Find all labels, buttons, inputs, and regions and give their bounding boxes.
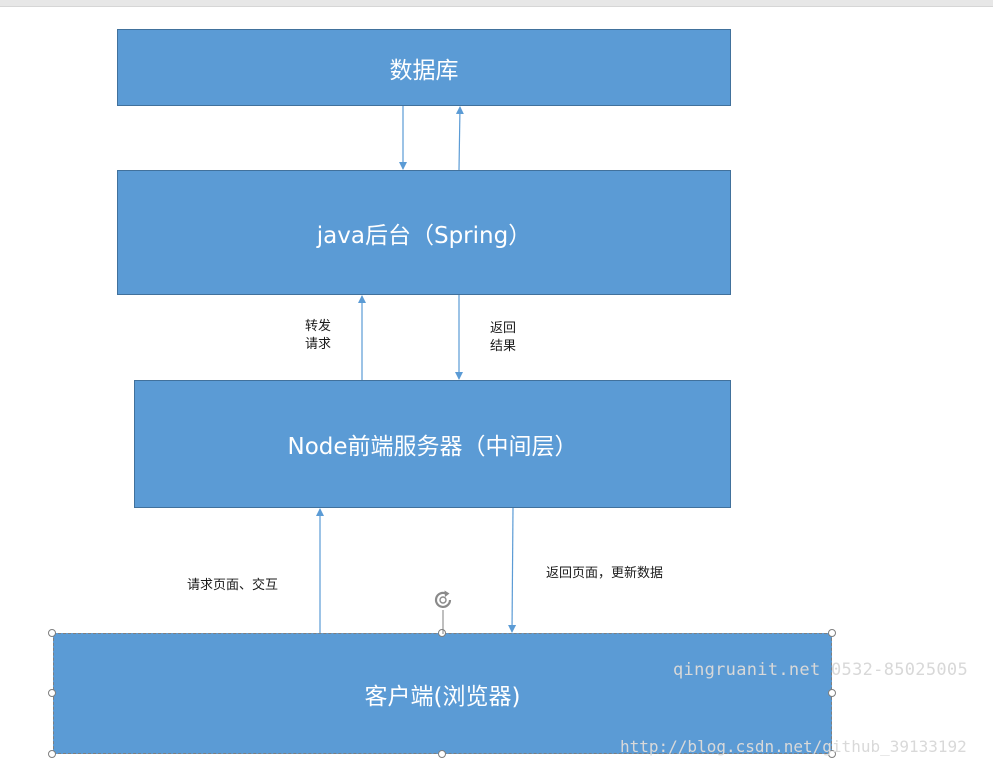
node-server-box[interactable]: Node前端服务器（中间层）: [134, 380, 731, 508]
resize-handle-middle-right[interactable]: [828, 689, 836, 697]
resize-handle-top-left[interactable]: [48, 629, 56, 637]
watermark-csdn: http://blog.csdn.net/github_39133192: [620, 737, 967, 756]
request-page-label: 请求页面、交互: [187, 578, 279, 593]
resize-handle-bottom-left[interactable]: [48, 750, 56, 758]
resize-handle-bottom-middle[interactable]: [438, 750, 446, 758]
window-top-bar: [0, 0, 993, 7]
watermark-qingruan: qingruanit.net 0532-85025005: [673, 660, 968, 680]
resize-handle-top-middle[interactable]: [438, 629, 446, 637]
resize-handle-middle-left[interactable]: [48, 689, 56, 697]
return-result-label: 返回 结果: [490, 320, 516, 356]
return-result-line-2: 结果: [490, 339, 517, 354]
resize-handle-bottom-right[interactable]: [828, 750, 836, 758]
forward-request-line-1: 转发: [305, 319, 332, 334]
client-box[interactable]: 客户端(浏览器): [53, 633, 832, 754]
return-result-line-1: 返回: [490, 321, 517, 336]
resize-handle-top-right[interactable]: [828, 629, 836, 637]
rotate-handle-icon[interactable]: [431, 588, 455, 612]
database-box[interactable]: 数据库: [117, 29, 731, 106]
forward-request-line-2: 请求: [305, 337, 332, 352]
arrow-java-to-db: [455, 106, 464, 171]
forward-request-label: 转发 请求: [305, 318, 331, 354]
rotate-handle-stem: [442, 612, 444, 634]
client-label: 客户端(浏览器): [364, 683, 521, 710]
node-server-label: Node前端服务器（中间层）: [287, 434, 578, 460]
database-label: 数据库: [389, 57, 459, 84]
java-backend-box[interactable]: java后台（Spring）: [117, 170, 731, 295]
java-backend-label: java后台（Spring）: [316, 222, 532, 249]
arrow-node-to-client: [508, 507, 517, 633]
return-page-label: 返回页面，更新数据: [546, 566, 664, 581]
